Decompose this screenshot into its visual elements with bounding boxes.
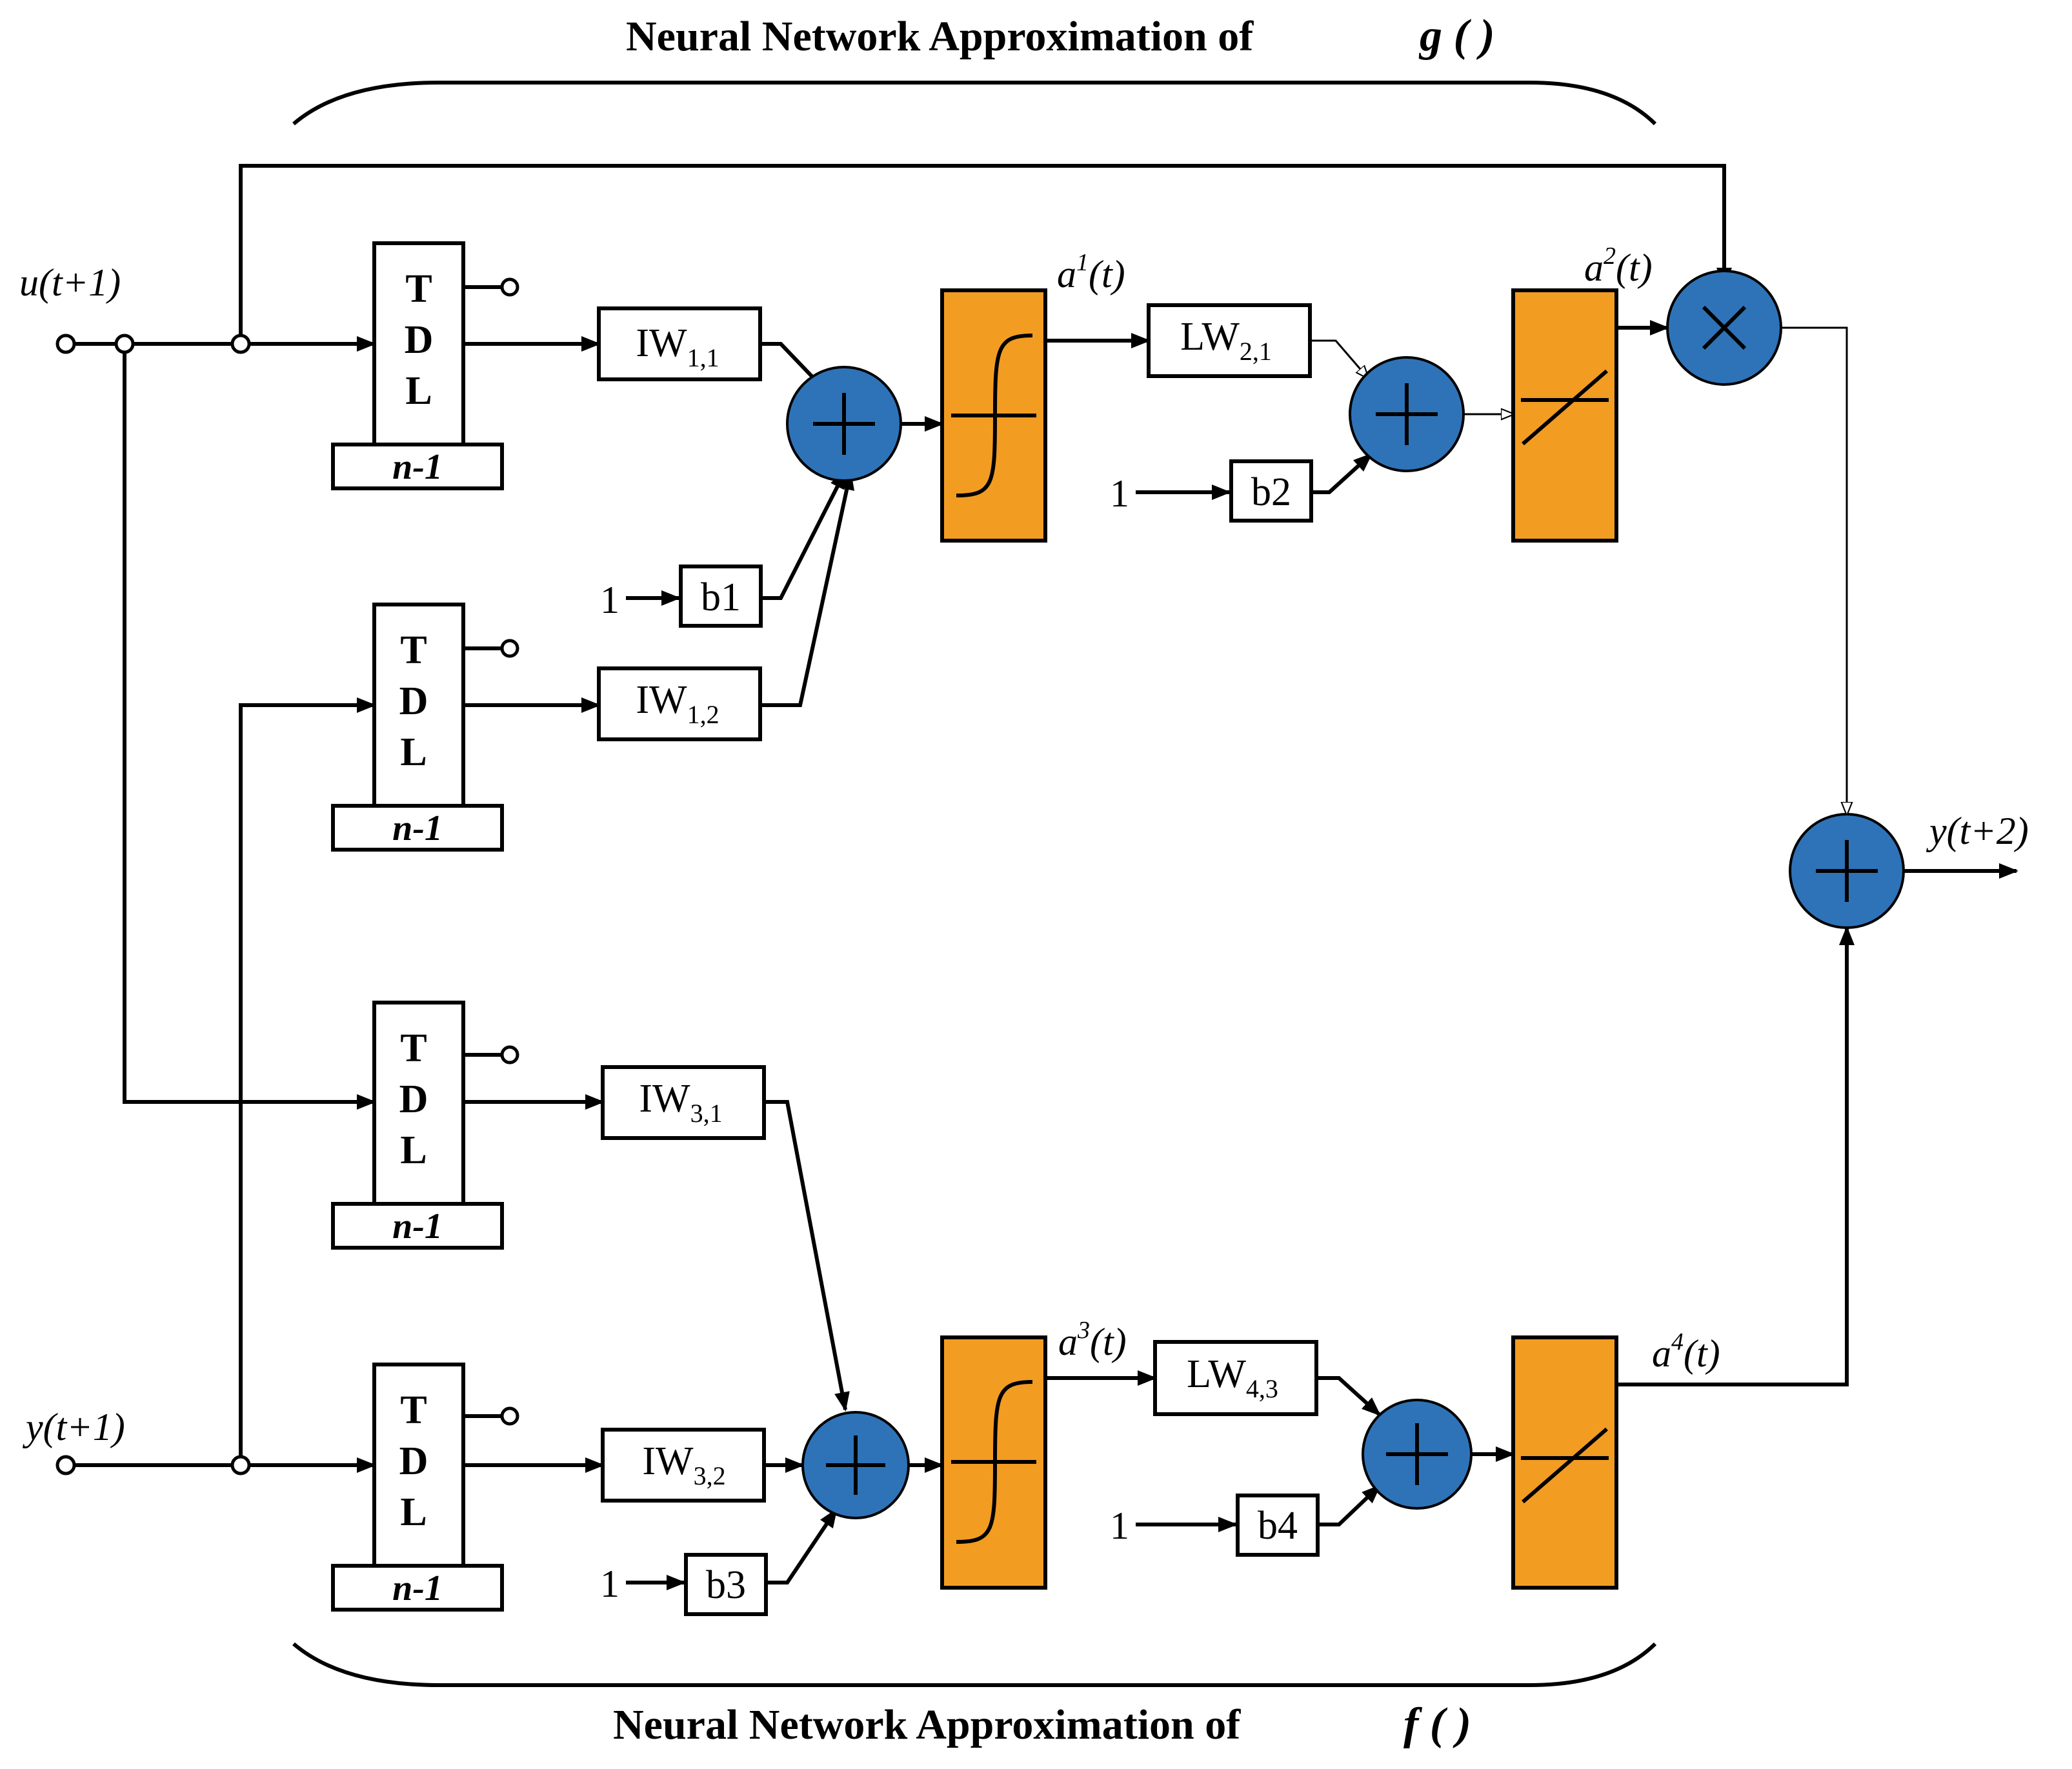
svg-text:T: T	[405, 267, 432, 311]
bias-b2: 1 b2	[1110, 459, 1313, 523]
purelin-icon	[1521, 369, 1609, 446]
tdl-block-2: T D L n-1	[331, 603, 519, 852]
sum-node-2	[1349, 356, 1465, 472]
plus-icon	[1376, 383, 1438, 445]
svg-text:D: D	[399, 1077, 428, 1121]
sum-node-4	[1362, 1399, 1473, 1510]
svg-text:T: T	[400, 628, 427, 672]
weight-lw21: LW2,1	[1147, 303, 1312, 378]
sum-node-3	[801, 1411, 910, 1519]
weight-iw32: IW3,2	[601, 1428, 766, 1503]
activation-purelin-4	[1511, 1335, 1618, 1590]
weight-iw31: IW3,1	[601, 1065, 766, 1140]
purelin-icon	[1521, 1427, 1609, 1504]
bottom-title-text: Neural Network Approximation of	[613, 1701, 1241, 1748]
svg-text:1: 1	[1110, 472, 1129, 515]
input-wiring	[66, 164, 1732, 1473]
tdl-output-wires	[463, 336, 605, 1473]
svg-text:LW4,3: LW4,3	[1187, 1352, 1278, 1403]
svg-text:IW3,1: IW3,1	[639, 1077, 722, 1128]
top-title: Neural Network Approximation of g ( )	[626, 11, 1495, 61]
weight-lw43: LW4,3	[1153, 1340, 1318, 1416]
svg-text:T: T	[400, 1388, 427, 1432]
svg-text:D: D	[399, 679, 428, 723]
top-title-function: g ( )	[1418, 11, 1495, 61]
svg-text:LW2,1: LW2,1	[1180, 315, 1272, 366]
signal-a2-label: a2(t)	[1584, 243, 1653, 289]
plus-icon	[813, 393, 875, 455]
top-title-text: Neural Network Approximation of	[626, 13, 1254, 60]
plus-icon	[1816, 840, 1878, 902]
bottom-title: Neural Network Approximation of f ( )	[613, 1699, 1471, 1749]
tansig-icon	[951, 1380, 1036, 1544]
input-u-label: u(t+1)	[19, 261, 121, 304]
input-y-label: y(t+1)	[22, 1406, 125, 1448]
svg-text:n-1: n-1	[392, 1568, 443, 1608]
svg-text:D: D	[405, 318, 434, 362]
tdl-block-1: T D L n-1	[331, 241, 519, 490]
sum-node-output	[1789, 813, 1905, 929]
weight-iw12: IW1,2	[597, 666, 762, 741]
svg-text:n-1: n-1	[392, 447, 443, 487]
svg-text:IW3,2: IW3,2	[642, 1439, 725, 1490]
svg-text:IW1,1: IW1,1	[636, 321, 719, 372]
bottom-brace	[292, 1642, 1657, 1687]
svg-text:IW1,2: IW1,2	[636, 678, 719, 729]
svg-text:L: L	[400, 730, 427, 774]
bias-b1: 1 b1	[600, 565, 763, 628]
svg-text:n-1: n-1	[392, 1206, 443, 1246]
svg-text:L: L	[400, 1490, 427, 1534]
activation-input-wires	[901, 414, 1515, 1473]
output-label: y(t+2)	[1926, 810, 2029, 852]
svg-text:1: 1	[600, 579, 619, 621]
signal-a4-label: a4(t)	[1652, 1328, 1720, 1375]
svg-text:n-1: n-1	[392, 808, 443, 848]
tdl-block-4: T D L n-1	[331, 1363, 519, 1612]
weight-iw11: IW1,1	[597, 306, 762, 381]
plus-icon	[1386, 1423, 1448, 1485]
junction-points	[55, 334, 251, 1475]
svg-text:b2: b2	[1251, 470, 1291, 514]
activation-purelin-2	[1511, 288, 1618, 543]
svg-text:b3: b3	[706, 1563, 746, 1607]
sum-node-1	[786, 366, 902, 482]
activation-tansig-3	[940, 1335, 1047, 1590]
signal-a3-label: a3(t)	[1058, 1317, 1127, 1363]
times-icon	[1702, 305, 1747, 350]
tdl-block-3: T D L n-1	[331, 1001, 519, 1250]
svg-text:T: T	[400, 1026, 427, 1070]
tansig-icon	[951, 334, 1036, 497]
top-brace	[292, 81, 1657, 126]
svg-text:b4: b4	[1258, 1504, 1298, 1548]
svg-text:L: L	[400, 1128, 427, 1172]
bias-b4: 1 b4	[1110, 1494, 1320, 1557]
layer-output-wires	[1045, 320, 2018, 1386]
svg-text:b1: b1	[701, 575, 741, 619]
product-node	[1666, 270, 1782, 386]
bias-b3: 1 b3	[600, 1553, 768, 1616]
activation-tansig-1	[940, 288, 1047, 543]
bottom-title-function: f ( )	[1403, 1699, 1471, 1749]
svg-text:1: 1	[1110, 1504, 1129, 1547]
svg-text:1: 1	[600, 1563, 619, 1605]
signal-a1-label: a1(t)	[1057, 249, 1125, 295]
plus-icon	[826, 1435, 885, 1495]
summation-input-wires	[760, 339, 1382, 1584]
svg-text:L: L	[405, 369, 432, 413]
svg-text:D: D	[399, 1439, 428, 1483]
